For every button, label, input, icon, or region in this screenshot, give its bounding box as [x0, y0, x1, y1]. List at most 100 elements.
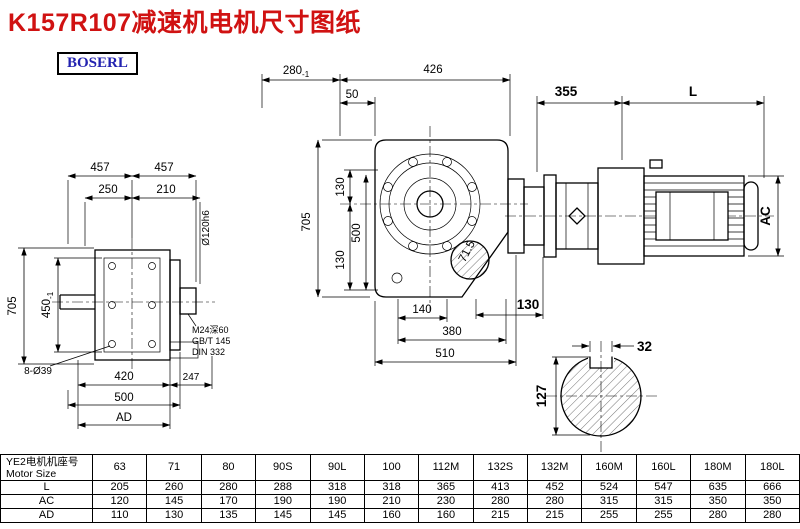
size-header: 160L — [635, 454, 692, 481]
size-header: 180L — [744, 454, 800, 481]
motor-size-table: YE2电机机座号 Motor Size 63 71 80 90S 90L 100… — [0, 454, 800, 523]
value-cell: 452 — [526, 480, 583, 495]
coupling-adapter — [507, 174, 599, 258]
value-cell: 635 — [690, 480, 746, 495]
dim-140-label: 140 — [412, 304, 431, 316]
value-cell: 365 — [418, 480, 474, 495]
dim-457-right-label: 457 — [154, 162, 173, 174]
dim-450-label: 450-1 — [41, 291, 55, 318]
shaft-section-centerlines — [546, 341, 658, 452]
value-cell: 288 — [255, 480, 311, 495]
value-cell: 120 — [91, 494, 148, 509]
size-header: 132S — [472, 454, 529, 481]
value-cell: 170 — [200, 494, 257, 509]
housing-foot — [169, 341, 199, 359]
value-cell: 135 — [200, 508, 257, 523]
note-thread: M24深60 — [192, 325, 229, 335]
value-cell: 318 — [363, 480, 420, 495]
motor-stator-section — [655, 191, 729, 241]
value-cell: 315 — [581, 494, 637, 509]
size-header: 112M — [418, 454, 474, 481]
value-cell: 280 — [690, 508, 746, 523]
hatched-boss — [450, 240, 490, 280]
value-cell: 215 — [472, 508, 529, 523]
size-header: 100 — [363, 454, 420, 481]
mounting-holes — [108, 262, 156, 348]
dim-247-label: 247 — [183, 372, 200, 383]
dim-130-right-label: 130 — [517, 297, 540, 312]
dim-50-label: 50 — [346, 89, 359, 101]
dim-250-label: 250 — [98, 184, 117, 196]
keyway-mask — [588, 351, 614, 368]
dim-shaft-diameter-label: Ø120h6 — [201, 210, 212, 246]
dim-130-upper-label: 130 — [335, 177, 347, 196]
dim-127-label: 127 — [534, 385, 549, 408]
dim-457-left-label: 457 — [90, 162, 109, 174]
note-standard: GB/T 145 — [192, 336, 230, 346]
size-header: 90L — [309, 454, 365, 481]
row-label: AD — [0, 508, 93, 523]
value-cell: 160 — [363, 508, 420, 523]
value-cell: 315 — [635, 494, 692, 509]
value-cell: 205 — [91, 480, 148, 495]
shaft-section-view: 32 127 — [534, 339, 658, 452]
value-cell: 255 — [635, 508, 692, 523]
value-cell: 145 — [255, 508, 311, 523]
dim-130-lower-label: 130 — [335, 250, 347, 269]
size-header: 80 — [200, 454, 257, 481]
value-cell: 547 — [635, 480, 692, 495]
value-cell: 130 — [146, 508, 202, 523]
front-view-dimension-lines — [21, 173, 213, 428]
dim-500-front-label: 500 — [114, 392, 133, 404]
value-cell: 190 — [255, 494, 311, 509]
front-view: 457 457 250 210 Ø120h6 705 450-1 8-Ø39 4… — [7, 162, 230, 429]
value-cell: 280 — [472, 494, 529, 509]
size-header: 90S — [255, 454, 311, 481]
motor-size-header-en: Motor Size — [6, 467, 57, 480]
dim-L-label: L — [689, 84, 697, 99]
technical-drawing: 280-1 426 50 355 L 705 130 500 130 71.5 … — [7, 64, 784, 452]
dim-355-label: 355 — [555, 84, 578, 99]
value-cell: 255 — [581, 508, 637, 523]
shaft-section-extension-lines — [552, 341, 613, 436]
value-cell: 145 — [309, 508, 365, 523]
side-view-centerlines — [340, 126, 774, 312]
value-cell: 160 — [418, 508, 474, 523]
motor-size-header-cn: YE2电机机座号 — [6, 455, 79, 468]
dim-420-label: 420 — [114, 371, 133, 383]
table-header-row: YE2电机机座号 Motor Size 63 71 80 90S 90L 100… — [0, 454, 800, 481]
output-shaft-stub — [179, 287, 197, 315]
front-housing-inner — [103, 257, 161, 353]
value-cell: 350 — [690, 494, 746, 509]
size-header: 132M — [526, 454, 583, 481]
dim-426-label: 426 — [423, 64, 442, 76]
flange-bore — [416, 190, 444, 218]
side-view-extension-lines — [261, 74, 784, 366]
output-flange-plate — [169, 259, 181, 351]
size-header: 180M — [690, 454, 746, 481]
value-cell: 260 — [146, 480, 202, 495]
value-cell: 210 — [363, 494, 420, 509]
value-cell: 145 — [146, 494, 202, 509]
value-cell: 280 — [744, 508, 800, 523]
side-view-dimension-lines — [261, 77, 781, 365]
table-row-L: L 205 260 280 288 318 318 365 413 452 52… — [0, 480, 800, 495]
motor-size-header-cell: YE2电机机座号 Motor Size — [0, 454, 93, 481]
row-label: L — [0, 480, 93, 495]
page-title: K157R107减速机电机尺寸图纸 — [8, 9, 362, 37]
motor-outline — [597, 159, 759, 265]
input-flange-circles — [379, 153, 481, 255]
front-housing-outline — [94, 249, 171, 361]
housing-hole — [391, 272, 403, 284]
dim-AC-label: AC — [758, 206, 773, 226]
bolt-holes-leader — [49, 345, 111, 367]
dim-510-label: 510 — [435, 348, 454, 360]
coupling-detail-lines — [565, 183, 589, 249]
table-row-AD: AD 110 130 135 145 145 160 160 215 215 2… — [0, 508, 800, 523]
thread-note-leader — [187, 313, 197, 327]
value-cell: 413 — [472, 480, 529, 495]
value-cell: 190 — [309, 494, 365, 509]
brand-logo: BOSERL — [57, 52, 138, 75]
size-header: 71 — [146, 454, 202, 481]
flange-bolt-holes — [383, 157, 477, 251]
